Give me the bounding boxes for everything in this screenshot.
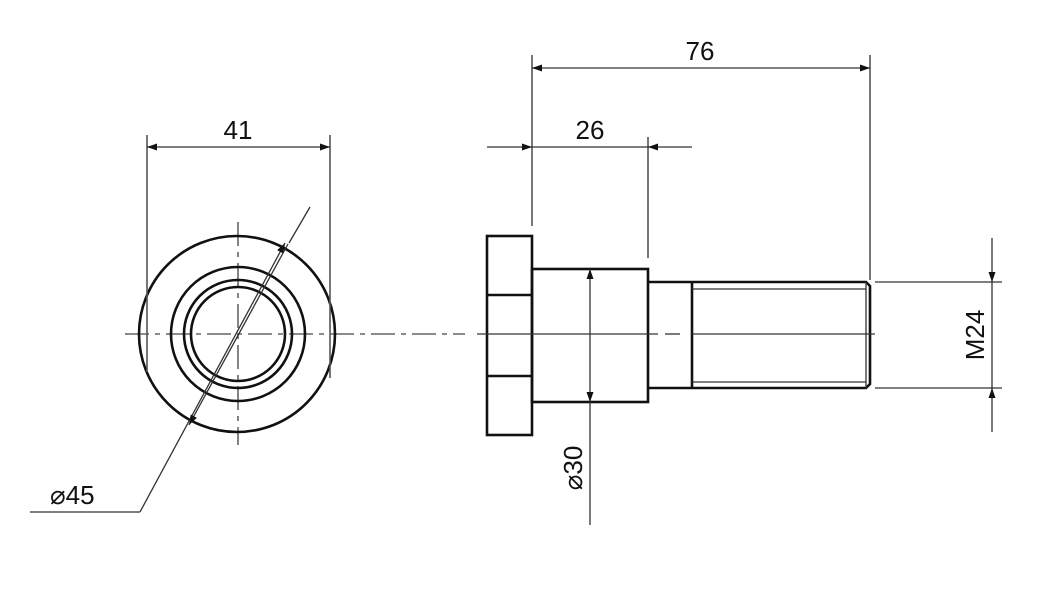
dia45-leader-top <box>288 206 311 244</box>
dia45-leader-arrow <box>188 243 289 426</box>
outer-circle <box>137 234 337 434</box>
dim-30-label: ⌀30 <box>558 446 588 491</box>
dim-26-label: 26 <box>576 115 605 145</box>
end-view: 41 ⌀45 <box>30 115 465 513</box>
side-view: 76 26 ⌀30 M24 <box>477 36 1002 525</box>
thread-outer-circle <box>182 278 294 390</box>
hex-head <box>485 234 534 437</box>
dim-76-label: 76 <box>686 36 715 66</box>
collar-circle <box>169 265 307 403</box>
dia45-leader <box>139 242 286 513</box>
dim-m24-label: M24 <box>960 310 990 361</box>
dim-45-label: ⌀45 <box>50 480 95 510</box>
thread-inner-circle <box>189 285 287 383</box>
threaded-section <box>648 280 872 390</box>
dim-41-label: 41 <box>224 115 253 145</box>
